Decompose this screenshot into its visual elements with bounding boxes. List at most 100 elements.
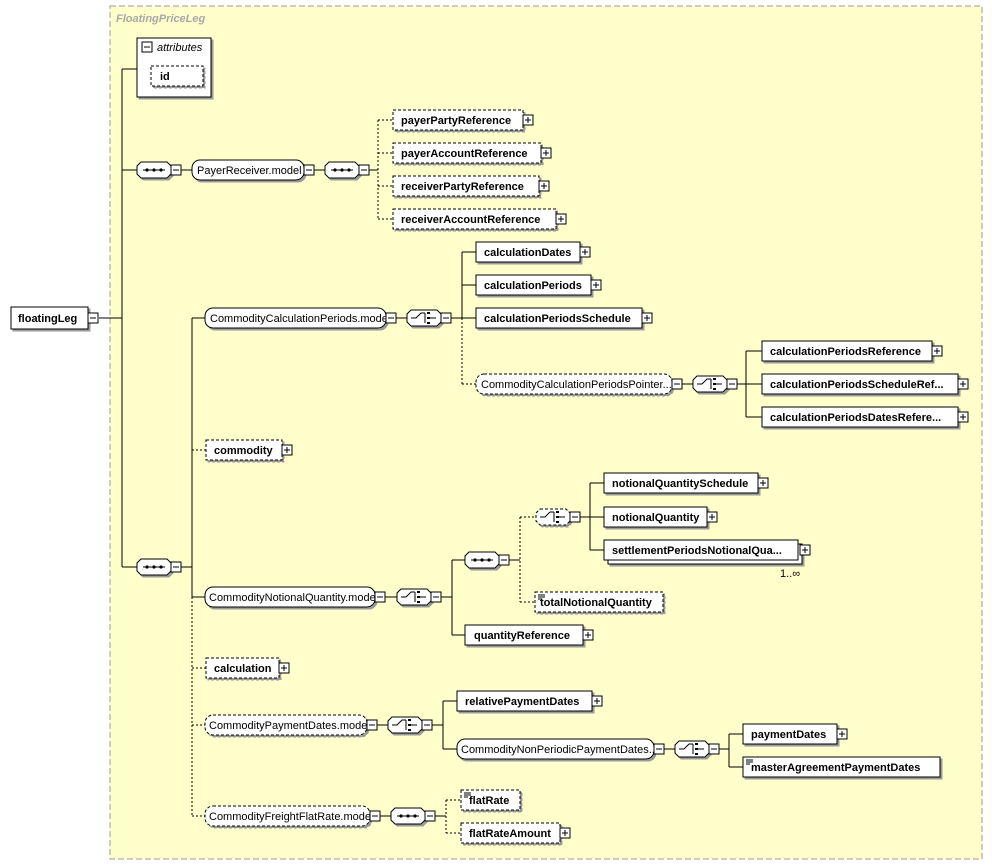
sequence-compositor-5[interactable]: [390, 807, 426, 825]
element-label: notionalQuantity: [612, 512, 700, 524]
sequence-collapse-icon[interactable]: [424, 810, 436, 822]
minus-icon[interactable]: [303, 164, 315, 176]
group-label: CommodityFreightFlatRate.model: [209, 811, 373, 823]
element-flat-rate-amount[interactable]: flatRateAmount: [460, 822, 561, 844]
choice-collapse-icon[interactable]: [440, 312, 452, 324]
plus-icon[interactable]: [706, 511, 718, 523]
root-element-floatingleg[interactable]: floatingLeg: [10, 306, 89, 330]
element-settlement-periods-notional-quantity[interactable]: settlementPeriodsNotionalQua...: [603, 539, 803, 565]
group-commodity-freight-flat-rate-model[interactable]: CommodityFreightFlatRate.model: [204, 805, 373, 827]
attribute-id[interactable]: id: [150, 65, 204, 87]
attribute-id-label: id: [160, 71, 170, 83]
minus-icon[interactable]: [653, 743, 665, 755]
sequence-collapse-icon[interactable]: [498, 554, 510, 566]
sequence-compositor-3[interactable]: [136, 558, 172, 576]
element-notional-quantity-schedule[interactable]: notionalQuantitySchedule: [603, 472, 759, 494]
plus-icon[interactable]: [799, 544, 811, 556]
choice-compositor-1[interactable]: [406, 309, 442, 327]
element-label: payerPartyReference: [401, 115, 511, 127]
choice-compositor-4[interactable]: [387, 716, 423, 734]
element-receiver-party-reference[interactable]: receiverPartyReference: [392, 175, 540, 197]
element-label: relativePaymentDates: [465, 696, 579, 708]
element-label: masterAgreementPaymentDates: [751, 762, 920, 774]
element-calculation-periods-reference[interactable]: calculationPeriodsReference: [761, 340, 933, 362]
plus-icon[interactable]: [931, 345, 943, 357]
element-calculation-dates[interactable]: calculationDates: [475, 241, 581, 263]
element-label: calculationDates: [484, 247, 571, 259]
sequence-compositor-4[interactable]: [464, 551, 500, 569]
sequence-compositor-2[interactable]: [324, 161, 360, 179]
minus-icon[interactable]: [385, 312, 397, 324]
group-commodity-calculation-periods-model[interactable]: CommodityCalculationPeriods.model: [204, 307, 390, 329]
group-commodity-payment-dates-model[interactable]: CommodityPaymentDates.model: [204, 714, 370, 736]
element-receiver-account-reference[interactable]: receiverAccountReference: [392, 208, 557, 230]
plus-icon[interactable]: [555, 213, 567, 225]
plus-icon[interactable]: [957, 378, 969, 390]
minus-icon[interactable]: [369, 810, 381, 822]
element-payer-account-reference[interactable]: payerAccountReference: [392, 142, 542, 164]
element-label: receiverAccountReference: [401, 214, 540, 226]
plus-icon[interactable]: [540, 147, 552, 159]
root-collapse-icon[interactable]: [87, 312, 99, 324]
element-notional-quantity[interactable]: notionalQuantity: [603, 506, 708, 528]
element-label: notionalQuantitySchedule: [612, 478, 748, 490]
plus-icon[interactable]: [582, 629, 594, 641]
plus-icon[interactable]: [641, 312, 653, 324]
element-calculation-periods-schedule[interactable]: calculationPeriodsSchedule: [475, 307, 643, 329]
minus-icon[interactable]: [141, 41, 153, 53]
sequence-collapse-icon[interactable]: [170, 561, 182, 573]
plus-icon[interactable]: [836, 728, 848, 740]
plus-icon[interactable]: [559, 827, 571, 839]
element-calculation-periods-schedule-reference[interactable]: calculationPeriodsScheduleRef...: [761, 373, 959, 395]
choice-compositor-optional[interactable]: [535, 508, 571, 526]
minus-icon[interactable]: [374, 591, 386, 603]
element-label: calculationPeriods: [484, 280, 582, 292]
choice-collapse-icon[interactable]: [708, 743, 720, 755]
minus-icon[interactable]: [366, 719, 378, 731]
minus-icon[interactable]: [671, 378, 683, 390]
plus-icon[interactable]: [522, 114, 534, 126]
plus-icon[interactable]: [538, 180, 550, 192]
group-commodity-notional-quantity-model[interactable]: CommodityNotionalQuantity.model: [204, 586, 378, 608]
choice-compositor-5[interactable]: [674, 740, 710, 758]
element-master-agreement-payment-dates[interactable]: masterAgreementPaymentDates: [742, 756, 941, 778]
element-label: calculationPeriodsDatesRefere...: [770, 412, 941, 424]
element-payment-dates[interactable]: paymentDates: [742, 723, 838, 745]
element-label: paymentDates: [751, 729, 826, 741]
plus-icon[interactable]: [757, 477, 769, 489]
plus-icon[interactable]: [957, 411, 969, 423]
element-relative-payment-dates[interactable]: relativePaymentDates: [456, 690, 593, 712]
choice-collapse-icon[interactable]: [421, 719, 433, 731]
group-commodity-non-periodic-payment-dates[interactable]: CommodityNonPeriodicPaymentDates....: [456, 738, 661, 760]
type-title: FloatingPriceLeg: [116, 13, 206, 25]
element-quantity-reference[interactable]: quantityReference: [464, 624, 584, 646]
element-total-notional-quantity[interactable]: totalNotionalQuantity: [534, 591, 664, 613]
connectors: [99, 68, 762, 817]
plus-icon[interactable]: [579, 246, 591, 258]
element-calculation-periods-dates-reference[interactable]: calculationPeriodsDatesRefere...: [761, 406, 959, 428]
element-commodity[interactable]: commodity: [205, 439, 283, 461]
plus-icon[interactable]: [591, 695, 603, 707]
plus-icon[interactable]: [281, 444, 293, 456]
choice-collapse-icon[interactable]: [569, 511, 581, 523]
element-label: settlementPeriodsNotionalQua...: [612, 545, 782, 557]
choice-compositor-2[interactable]: [692, 375, 728, 393]
group-commodity-calculation-periods-pointer[interactable]: CommodityCalculationPeriodsPointer....: [475, 373, 675, 395]
sequence-collapse-icon[interactable]: [170, 164, 182, 176]
element-calculation-periods[interactable]: calculationPeriods: [475, 274, 592, 296]
sequence-collapse-icon[interactable]: [358, 164, 370, 176]
group-payer-receiver-model[interactable]: PayerReceiver.model: [191, 159, 305, 181]
choice-compositor-3[interactable]: [396, 588, 432, 606]
element-flat-rate[interactable]: flatRate: [460, 789, 521, 811]
plus-icon[interactable]: [278, 662, 290, 674]
choice-collapse-icon[interactable]: [726, 378, 738, 390]
group-label: PayerReceiver.model: [197, 165, 302, 177]
plus-icon[interactable]: [590, 279, 602, 291]
element-payer-party-reference[interactable]: payerPartyReference: [392, 109, 524, 131]
group-label: CommodityCalculationPeriods.model: [210, 313, 390, 325]
element-calculation[interactable]: calculation: [205, 657, 280, 679]
root-element-label: floatingLeg: [18, 313, 77, 325]
element-label: flatRateAmount: [469, 828, 551, 840]
sequence-compositor-1[interactable]: [136, 161, 172, 179]
choice-collapse-icon[interactable]: [430, 591, 442, 603]
